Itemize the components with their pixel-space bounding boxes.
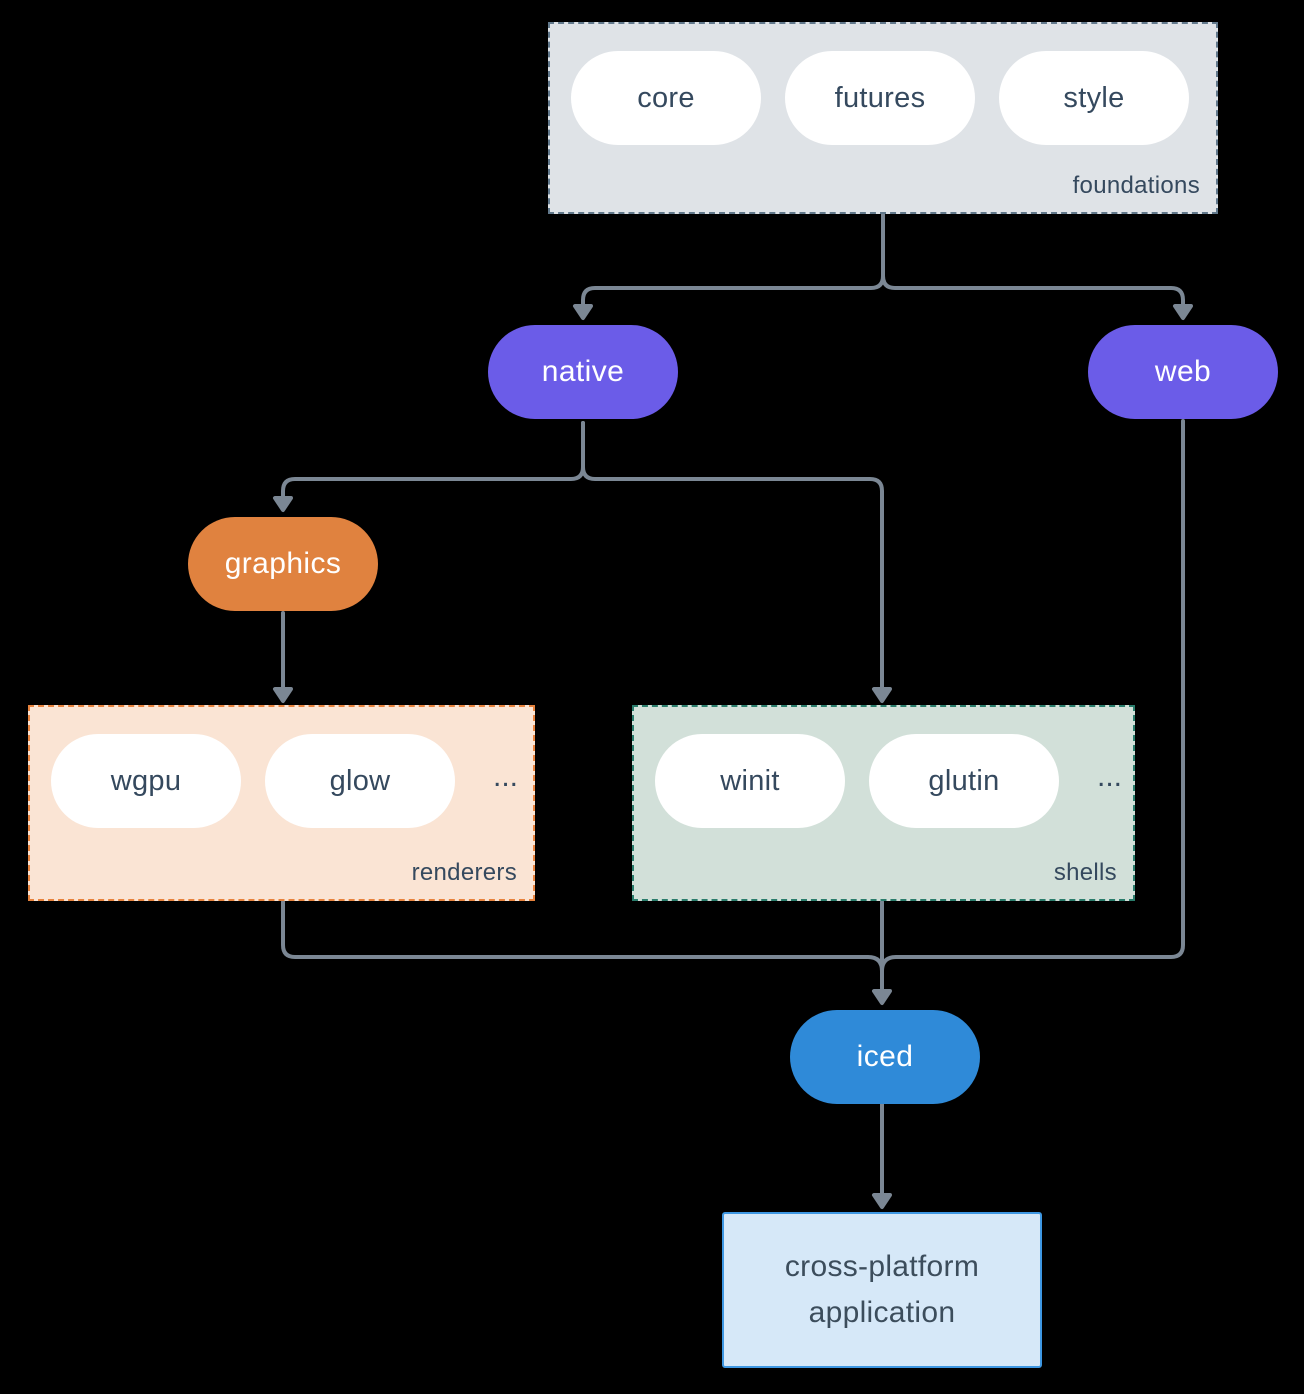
node-graphics: graphics	[188, 517, 378, 611]
renderers-ellipsis: ...	[493, 760, 519, 793]
arrowhead-application-icon	[872, 1193, 892, 1209]
application-label-line1: cross-platform	[784, 1249, 980, 1283]
crate-winit: winit	[655, 734, 845, 828]
crate-core: core	[571, 51, 761, 145]
shells-ellipsis: ...	[1097, 760, 1123, 793]
crate-glow: glow	[265, 734, 455, 828]
arrowhead-web-icon	[1173, 304, 1193, 320]
crate-futures: futures	[785, 51, 975, 145]
foundations-pill-row: core futures style	[571, 51, 1189, 145]
node-iced: iced	[790, 1010, 980, 1104]
shells-group: winit glutin ... shells	[632, 705, 1135, 901]
arrowhead-renderers-icon	[273, 687, 293, 703]
application-label-line2: application	[808, 1296, 956, 1329]
renderers-label: renderers	[411, 859, 517, 886]
arrowhead-iced-icon	[872, 989, 892, 1005]
arrowhead-graphics-icon	[273, 496, 293, 512]
connector-native-graphics	[281, 421, 585, 499]
application-box: cross-platform application	[722, 1212, 1042, 1368]
renderers-group: wgpu glow ... renderers	[28, 705, 535, 901]
connector-foundations-native	[581, 213, 885, 307]
shells-label: shells	[1053, 859, 1117, 886]
shells-pill-row: winit glutin ...	[655, 734, 1122, 828]
crate-wgpu: wgpu	[51, 734, 241, 828]
connector-renderers-iced	[281, 900, 884, 990]
foundations-label: foundations	[1072, 172, 1200, 199]
renderers-pill-row: wgpu glow ...	[51, 734, 518, 828]
crate-glutin: glutin	[869, 734, 1059, 828]
arrowhead-shells-icon	[872, 687, 892, 703]
connector-native-shells	[581, 421, 884, 690]
node-web: web	[1088, 325, 1278, 419]
crate-style: style	[999, 51, 1189, 145]
arrowhead-native-icon	[573, 304, 593, 320]
connector-foundations-web	[881, 213, 1185, 307]
node-native: native	[488, 325, 678, 419]
foundations-group: core futures style foundations	[548, 22, 1218, 214]
